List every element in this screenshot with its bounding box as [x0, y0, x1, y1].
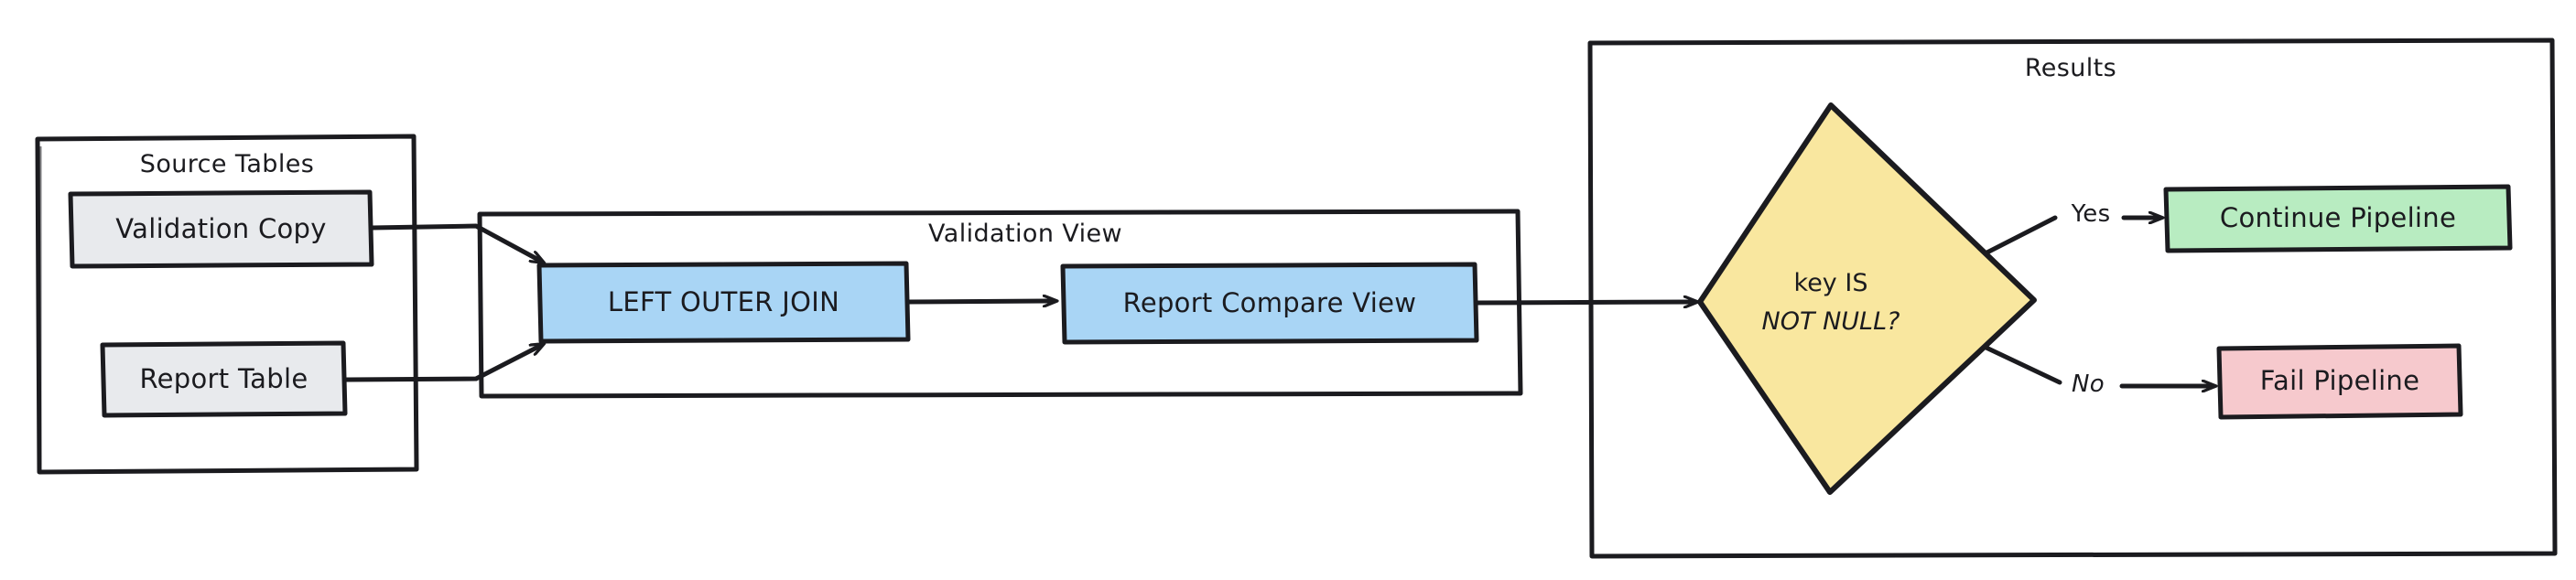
edge-join-to-compare-view — [905, 301, 1055, 302]
node-left-outer-join-shape — [536, 261, 911, 344]
node-left-outer-join[interactable] — [539, 263, 908, 341]
group-validation-view-frame — [477, 209, 1523, 399]
group-source-tables-frame — [35, 134, 419, 475]
node-fail-pipeline-shape — [2216, 343, 2463, 420]
edge-validation-copy-to-join — [369, 223, 542, 262]
edge-decision-no — [1972, 339, 2213, 386]
node-validation-copy-shape — [68, 189, 374, 269]
edge-decision-yes — [1972, 218, 2160, 262]
node-decision-diamond-shape — [1697, 102, 2037, 495]
node-report-compare-view-shape — [1060, 262, 1479, 345]
node-report-table-shape — [100, 340, 348, 418]
node-continue-pipeline[interactable] — [2166, 187, 2510, 251]
node-fail-pipeline[interactable] — [2219, 346, 2461, 417]
node-decision-key-is-not-null[interactable] — [1721, 192, 1941, 412]
edge-compare-view-to-decision — [1473, 302, 1695, 303]
node-report-table[interactable] — [103, 343, 345, 415]
node-validation-copy[interactable] — [70, 192, 372, 266]
edge-report-table-to-join — [342, 345, 542, 382]
node-continue-pipeline-shape — [2163, 184, 2513, 253]
node-report-compare-view[interactable] — [1063, 264, 1477, 342]
